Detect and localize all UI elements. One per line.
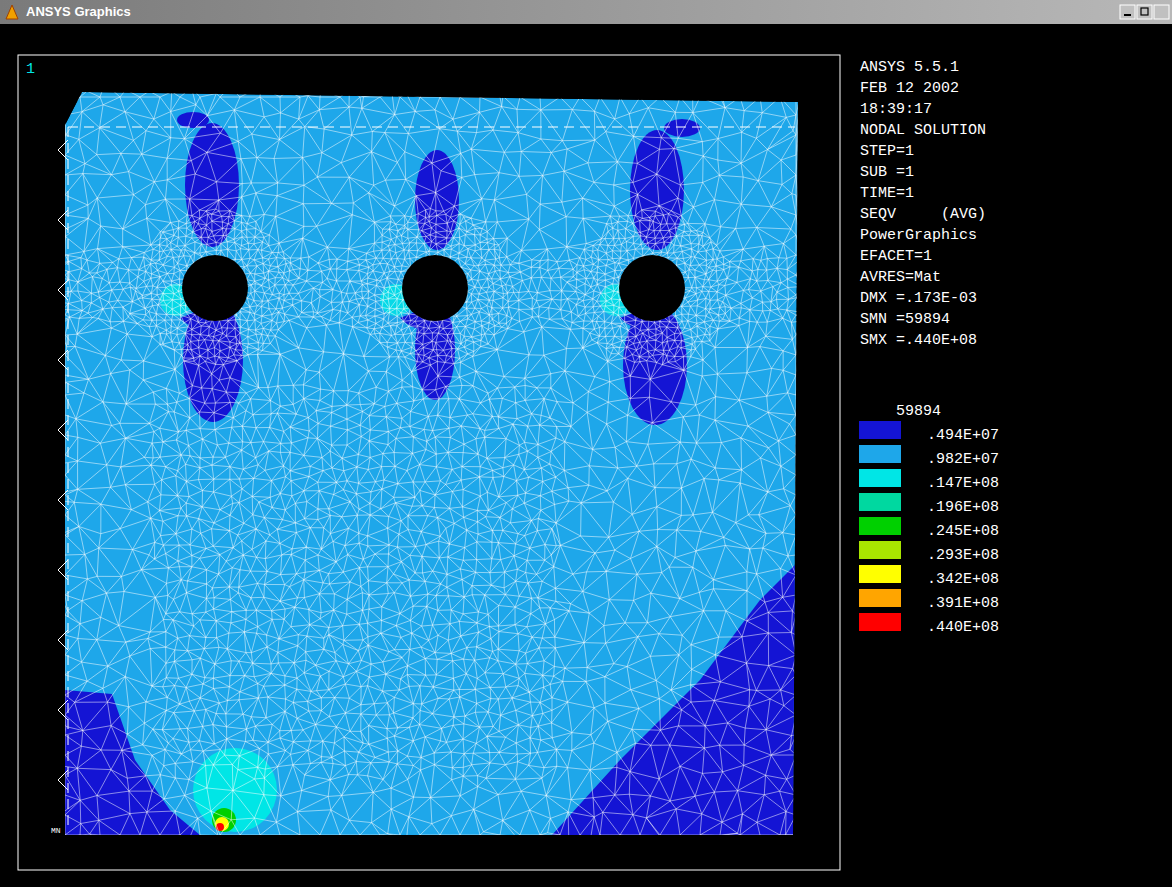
- title-bar: [0, 0, 1172, 24]
- legend-swatch: [859, 445, 901, 463]
- legend-value: .245E+08: [927, 523, 999, 541]
- efacet: EFACET=1: [860, 248, 932, 266]
- holes: [182, 255, 685, 321]
- window-number: 1: [26, 61, 35, 79]
- app-icon: [6, 5, 18, 19]
- substep: SUB =1: [860, 164, 914, 182]
- legend-value: .147E+08: [927, 475, 999, 493]
- step: STEP=1: [860, 143, 914, 161]
- max-stress: SMX =.440E+08: [860, 332, 977, 350]
- legend-value: .440E+08: [927, 619, 999, 637]
- time: 18:39:17: [860, 101, 932, 119]
- min-marker: MN: [51, 826, 61, 835]
- legend-value: .293E+08: [927, 547, 999, 565]
- legend-value: .196E+08: [927, 499, 999, 517]
- legend-swatch: [859, 541, 901, 559]
- legend-swatch: [859, 421, 901, 439]
- date: FEB 12 2002: [860, 80, 959, 98]
- legend-value: .982E+07: [927, 451, 999, 469]
- legend-value: .342E+08: [927, 571, 999, 589]
- legend-swatch: [859, 613, 901, 631]
- legend-swatch: [859, 469, 901, 487]
- contour-plot: [53, 83, 803, 846]
- legend-minimum: 59894: [896, 403, 941, 421]
- avres: AVRES=Mat: [860, 269, 941, 287]
- max-displacement: DMX =.173E-03: [860, 290, 977, 308]
- undeformed-outline: [58, 127, 795, 830]
- legend-value: .391E+08: [927, 595, 999, 613]
- legend-swatch: [859, 493, 901, 511]
- legend-swatch: [859, 565, 901, 583]
- legend-swatch: [859, 517, 901, 535]
- element-mesh: [53, 83, 803, 846]
- time-value: TIME=1: [860, 185, 914, 203]
- legend-swatch: [859, 589, 901, 607]
- version: ANSYS 5.5.1: [860, 59, 959, 77]
- graphics-mode: PowerGraphics: [860, 227, 977, 245]
- legend-value: .494E+07: [927, 427, 999, 445]
- min-stress: SMN =59894: [860, 311, 950, 329]
- result-type: NODAL SOLUTION: [860, 122, 986, 140]
- window-title: ANSYS Graphics: [26, 4, 131, 20]
- plot-frame: [18, 55, 840, 870]
- result-item: SEQV (AVG): [860, 206, 986, 224]
- window-buttons: [1120, 5, 1169, 19]
